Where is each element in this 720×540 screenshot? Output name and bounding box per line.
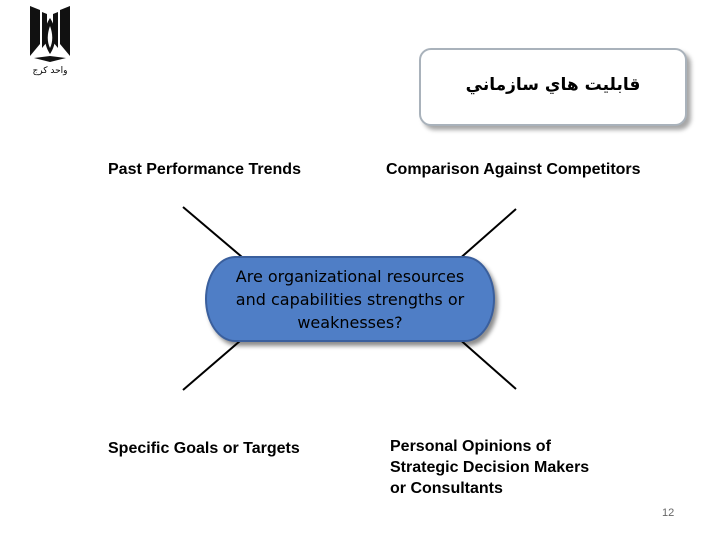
label-bottom-left: Specific Goals or Targets — [108, 440, 300, 457]
title-box: قابليت هاي سازماني — [419, 48, 687, 126]
logo-caption: واحد كرج — [32, 66, 68, 76]
label-top-right: Comparison Against Competitors — [386, 161, 641, 178]
page-number: 12 — [662, 507, 675, 519]
university-logo — [30, 6, 70, 62]
label-top-left: Past Performance Trends — [108, 161, 301, 178]
center-node: Are organizational resources and capabil… — [205, 256, 495, 342]
slide-title: قابليت هاي سازماني — [465, 75, 641, 95]
center-question: Are organizational resources and capabil… — [235, 266, 465, 332]
label-bottom-right: Personal Opinions of Strategic Decision … — [390, 438, 590, 497]
emblem-icon — [30, 6, 70, 62]
